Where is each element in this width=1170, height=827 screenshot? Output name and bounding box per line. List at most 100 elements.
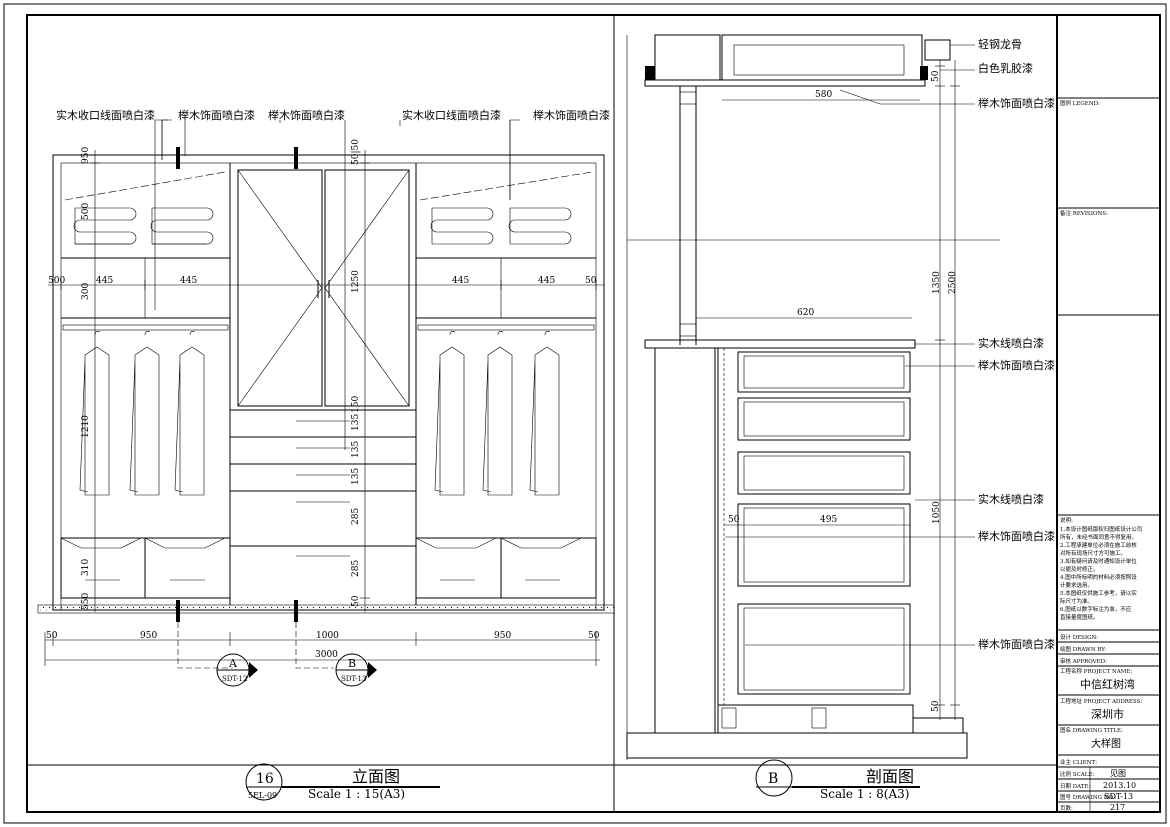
dim-1350: 1350 [932, 271, 942, 294]
project-name-label: 工程名称 PROJECT NAME: [1060, 667, 1132, 675]
note-line: 对所有现场尺寸方可施工。 [1060, 549, 1126, 557]
center-dimension-chain [360, 150, 370, 612]
hanging-shirts-right [434, 331, 560, 496]
page-label: 页数: [1060, 804, 1073, 812]
note-line: 直接量度图纸。 [1060, 613, 1099, 621]
notes-title: 说明: [1060, 516, 1073, 524]
legend-label: 图例 LEGEND: [1060, 99, 1100, 107]
page-value: 217 [1110, 803, 1125, 812]
dim-50r: 50 [585, 276, 597, 286]
dim-2500: 2500 [948, 271, 958, 294]
label-solidwood-trim-1: 实木收口线面喷白漆 [56, 108, 155, 122]
date-value: 2013.10 [1103, 781, 1136, 790]
section-title-text: B 剖面图 Scale 1 : 8(A3) [768, 767, 914, 801]
dim-495: 495 [820, 515, 837, 525]
dim-3000: 3000 [315, 650, 338, 660]
date-label: 日期 DATE: [1060, 783, 1091, 790]
client-label: 业主 CLIENT: [1060, 758, 1097, 766]
title-block-values: 中信红树湾 深圳市 大样图 见图 2013.10 SDT-13 217 [1080, 677, 1136, 812]
marker-b-letter: B [348, 657, 356, 670]
dim-620: 620 [797, 308, 814, 318]
ceiling-cavity [721, 34, 923, 81]
note-line: 1.本设计图纸版权归图纸设计公司 [1060, 525, 1142, 533]
label-beech-veneer-3: 榉木饰面喷白漆 [533, 108, 610, 122]
floor-section [626, 732, 968, 759]
section-title-block [755, 759, 920, 797]
section-leaders [725, 44, 975, 646]
base-plinth [717, 704, 914, 734]
ceiling-bar [644, 79, 926, 87]
elevation-ref: 5EL-09 [248, 791, 277, 800]
center-glass-doors [237, 169, 410, 407]
section-right-dimensions [935, 60, 960, 720]
floor-strip [37, 604, 615, 614]
section-letter: B [768, 771, 778, 787]
marker-a-letter: A [228, 657, 238, 670]
scale-value: 见图 [1110, 769, 1126, 778]
address: 深圳市 [1091, 707, 1124, 721]
approved-label: 审核 APPROVED: [1060, 657, 1107, 665]
drawn-label: 绘图 DRAWN BY: [1060, 645, 1106, 653]
dim-1250: 1250 [351, 270, 361, 293]
elevation-scale: Scale 1 : 15(A3) [308, 787, 405, 801]
bottom-dimension-lines [44, 632, 600, 666]
dim-580: 580 [815, 90, 832, 100]
elevation-title-text: 16 5EL-09 立面图 Scale 1 : 15(A3) [248, 767, 405, 801]
title-block-sidebar [1056, 14, 1161, 813]
dim-445-2: 445 [180, 276, 197, 286]
elevation-title-block [245, 763, 440, 801]
dim-135-3: 135 [351, 468, 361, 485]
label-solidwood-trim-2: 实木收口线面喷白漆 [402, 108, 501, 122]
wardrobe-outline [52, 154, 605, 611]
label-beech-veneer-2: 榉木饰面喷白漆 [268, 108, 345, 122]
wardrobe-inner [60, 162, 597, 611]
label-light-steel-keel: 轻钢龙骨 [978, 37, 1022, 51]
note-line: 际尺寸为准。 [1060, 597, 1093, 605]
dim-50-right: 50 [588, 631, 600, 641]
label-beech-veneer-s1: 榉木饰面喷白漆 [978, 96, 1055, 110]
note-line: 2.工程承建单位必须在施工前核 [1060, 541, 1137, 549]
dwgno-value: SDT-13 [1104, 792, 1133, 801]
dim-50-left: 50 [46, 631, 58, 641]
label-beech-veneer-1: 榉木饰面喷白漆 [178, 108, 255, 122]
ceiling-hatch [654, 34, 721, 81]
marker-b-ref: SDT-13 [341, 675, 366, 683]
note-line: 计要求选用。 [1060, 581, 1093, 589]
folded-towels-left [73, 207, 214, 245]
right-hanging-rod [417, 324, 595, 331]
project-name: 中信红树湾 [1080, 677, 1135, 691]
dim-950-right: 950 [494, 631, 511, 641]
label-beech-veneer-s2: 榉木饰面喷白漆 [978, 358, 1055, 372]
center-drawers [230, 409, 416, 557]
note-line: 3.如有疑问请及时通知设计单位 [1060, 557, 1137, 565]
marker-b [335, 653, 377, 687]
dim-50-bottom: 50 [931, 700, 941, 712]
elevation-name: 立面图 [352, 767, 400, 786]
section-name: 剖面图 [866, 767, 914, 786]
bottom-drawers-left [60, 537, 231, 599]
note-line: 所有，未经书面同意不得复用。 [1060, 533, 1137, 541]
marker-a-ref: SDT-12 [222, 675, 247, 683]
drawing-title: 大样图 [1091, 737, 1121, 750]
marker-labels: A SDT-12 B SDT-13 [222, 657, 366, 683]
drawing-title-label: 图名 DRAWING TITLE: [1060, 726, 1123, 734]
section-cut-markers [176, 147, 334, 669]
sheet-outer-border [3, 3, 1167, 824]
label-white-latex-paint: 白色乳胶漆 [978, 61, 1033, 75]
note-line: 4.图中所标明的材料必须按照设 [1060, 573, 1137, 581]
title-block-text: 图例 LEGEND: 备注 REVISIONS: 说明: 1.本设计图纸版权归图… [1060, 99, 1142, 812]
section-view [626, 34, 1000, 797]
dwgno-label: 图号 DRAWING NO.: [1060, 793, 1117, 801]
section-dimension-text: 580 620 495 50 50 1350 2500 1050 50 [728, 70, 958, 712]
dim-150: 150 [351, 396, 361, 413]
shelf-dimension-line [48, 280, 604, 290]
address-label: 工程地址 PROJECT ADDRESS: [1060, 697, 1142, 705]
dim-285-1: 285 [351, 508, 361, 525]
section-labels: 轻钢龙骨 白色乳胶漆 榉木饰面喷白漆 实木线喷白漆 榉木饰面喷白漆 实木线喷白漆… [978, 37, 1055, 651]
elevation-dimensions: 950 500 300 1210 310 550 500 50 445 445 … [46, 139, 600, 660]
label-beech-veneer-s4: 榉木饰面喷白漆 [978, 637, 1055, 651]
dim-445-3: 445 [452, 276, 469, 286]
dim-285-2: 285 [351, 560, 361, 577]
scale-label: 比例 SCALE: [1060, 770, 1094, 778]
